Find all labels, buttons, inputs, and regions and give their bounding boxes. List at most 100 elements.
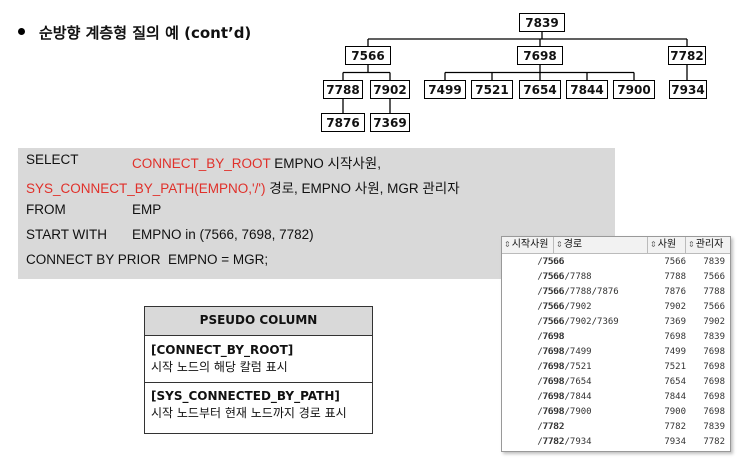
- sort-icon: ⇕: [556, 240, 563, 249]
- table-row[interactable]: 7698 /7698/7521 7521 7698: [502, 360, 730, 375]
- table-row[interactable]: 7566 /7566/7902/7369 7369 7902: [502, 315, 730, 330]
- cell-path: /7566: [532, 257, 565, 267]
- sql-path-rest: 경로, EMPNO 사원, MGR 관리자: [265, 181, 460, 196]
- cell-mgr: 7782: [703, 437, 725, 447]
- cell-root: 7566: [542, 287, 564, 297]
- slide-title: 순방향 계층형 질의 예 (cont’d): [18, 22, 251, 43]
- sql-line-path: SYS_CONNECT_BY_PATH(EMPNO,'/') 경로, EMPNO…: [26, 177, 460, 197]
- sort-icon: ⇕: [650, 240, 657, 249]
- cell-root: 7566: [542, 302, 564, 312]
- pseudo-column-header: PSEUDO COLUMN: [145, 307, 372, 336]
- pseudo-item-name: [CONNECT_BY_ROOT]: [151, 343, 294, 357]
- cell-emp: 7876: [664, 287, 686, 297]
- tree-node-7654: 7654: [519, 80, 561, 99]
- cell-emp: 7900: [664, 407, 686, 417]
- cell-mgr: 7902: [703, 317, 725, 327]
- cell-mgr: 7788: [703, 287, 725, 297]
- cell-root: 7698: [542, 377, 564, 387]
- cell-mgr: 7698: [703, 362, 725, 372]
- tree-node-7788: 7788: [323, 80, 363, 99]
- cell-emp: 7934: [664, 437, 686, 447]
- column-header-root[interactable]: ⇕시작사원: [502, 237, 554, 253]
- cell-root: 7782: [542, 422, 564, 432]
- cell-path: /7698/7521: [532, 362, 592, 372]
- cell-emp: 7902: [664, 302, 686, 312]
- cell-mgr: 7839: [703, 332, 725, 342]
- sql-keyword-from: FROM: [26, 202, 66, 217]
- tree-node-7566: 7566: [345, 46, 391, 65]
- cell-path: /7566/7902/7369: [532, 317, 619, 327]
- cell-mgr: 7839: [703, 257, 725, 267]
- cell-emp: 7654: [664, 377, 686, 387]
- tree-node-7876: 7876: [321, 113, 365, 132]
- cell-root: 7698: [542, 347, 564, 357]
- tree-node-7902: 7902: [370, 80, 410, 99]
- cell-emp: 7499: [664, 347, 686, 357]
- cell-mgr: 7698: [703, 347, 725, 357]
- pseudo-column-box: PSEUDO COLUMN [CONNECT_BY_ROOT] 시작 노드의 해…: [144, 306, 373, 434]
- sql-line-start-with: START WITH: [26, 227, 107, 242]
- cell-emp: 7566: [664, 257, 686, 267]
- cell-emp: 7521: [664, 362, 686, 372]
- cell-root: 7782: [542, 437, 564, 447]
- cell-path: /7698: [532, 332, 565, 342]
- cell-root: 7566: [542, 317, 564, 327]
- tree-diagram: [342, 32, 688, 113]
- tree-node-7844: 7844: [566, 80, 608, 99]
- column-header-path[interactable]: ⇕경로: [554, 237, 648, 253]
- pseudo-item-sys-connect-by-path: [SYS_CONNECTED_BY_PATH] 시작 노드부터 현재 노드까지 …: [145, 382, 372, 422]
- sql-select-rest: EMPNO 시작사원,: [270, 156, 381, 171]
- tree-node-7839: 7839: [519, 13, 565, 32]
- tree-node-7698: 7698: [517, 46, 563, 65]
- cell-root: 7698: [542, 392, 564, 402]
- cell-mgr: 7839: [703, 422, 725, 432]
- pseudo-item-name: [SYS_CONNECTED_BY_PATH]: [151, 389, 340, 403]
- sql-line-connect-by: CONNECT BY PRIOR: [26, 252, 161, 267]
- sql-line-select: SELECT: [26, 152, 79, 167]
- tree-node-7782: 7782: [668, 46, 706, 65]
- table-row[interactable]: 7566 /7566/7788/7876 7876 7788: [502, 285, 730, 300]
- pseudo-item-desc: 시작 노드부터 현재 노드까지 경로 표시: [151, 406, 347, 420]
- cell-emp: 7844: [664, 392, 686, 402]
- sort-icon: ⇕: [504, 240, 511, 249]
- cell-root: 7698: [542, 407, 564, 417]
- tree-node-7521: 7521: [471, 80, 513, 99]
- sql-line-select-cols: CONNECT_BY_ROOT EMPNO 시작사원,: [132, 152, 381, 172]
- tree-node-7499: 7499: [424, 80, 466, 99]
- cell-emp: 7782: [664, 422, 686, 432]
- cell-mgr: 7566: [703, 302, 725, 312]
- cell-root: 7566: [542, 257, 564, 267]
- pseudo-item-connect-by-root: [CONNECT_BY_ROOT] 시작 노드의 해당 칼럼 표시: [145, 336, 372, 376]
- cell-mgr: 7698: [703, 377, 725, 387]
- sql-sys-connect-by-path: SYS_CONNECT_BY_PATH(EMPNO,'/'): [26, 181, 266, 196]
- column-header-emp[interactable]: ⇕사원: [648, 237, 686, 253]
- cell-mgr: 7566: [703, 272, 725, 282]
- cell-path: /7566/7788/7876: [532, 287, 619, 297]
- cell-emp: 7369: [664, 317, 686, 327]
- cell-root: 7698: [542, 362, 564, 372]
- tree-node-7369: 7369: [370, 113, 410, 132]
- cell-root: 7566: [542, 272, 564, 282]
- sql-keyword-select: SELECT: [26, 152, 79, 167]
- pseudo-item-desc: 시작 노드의 해당 칼럼 표시: [151, 360, 288, 374]
- result-grid-header: ⇕시작사원 ⇕경로 ⇕사원 ⇕관리자: [502, 237, 730, 254]
- cell-path: /7698/7900: [532, 407, 592, 417]
- column-header-mgr[interactable]: ⇕관리자: [688, 239, 724, 250]
- bullet-icon: [18, 28, 25, 35]
- tree-node-7900: 7900: [613, 80, 655, 99]
- tree-node-7934: 7934: [669, 80, 707, 99]
- table-row[interactable]: 7698 /7698/7654 7654 7698: [502, 375, 730, 390]
- cell-path: /7698/7654: [532, 377, 592, 387]
- sql-from-table: EMP: [132, 202, 162, 217]
- cell-mgr: 7698: [703, 392, 725, 402]
